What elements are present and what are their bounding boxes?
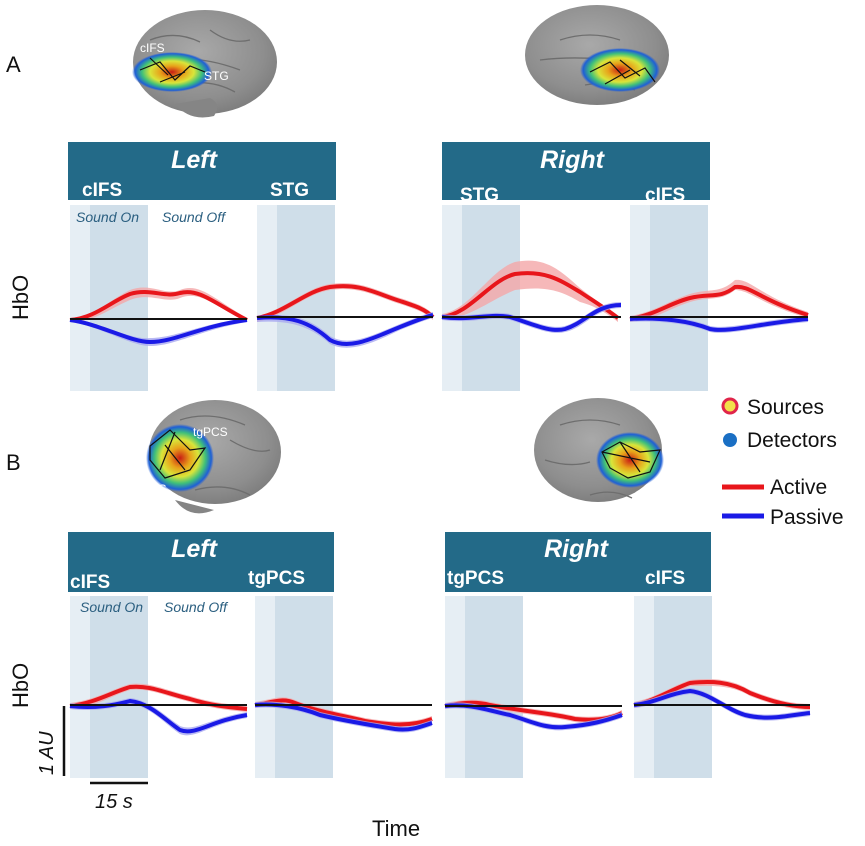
header-a-left-title: Left (171, 146, 219, 174)
header-b-right-title: Right (544, 535, 610, 563)
header-a-right-region-1: STG (460, 185, 499, 206)
phase-b-sound-on: Sound On (80, 599, 143, 615)
header-a-left: Left cIFS STG (68, 142, 336, 201)
header-b-left-title: Left (171, 535, 219, 563)
plot-b-left-cifs (69, 683, 248, 736)
plot-a-left-cifs (69, 287, 248, 346)
ylabel-b: HbO (8, 663, 33, 708)
phase-a-sound-off: Sound Off (162, 209, 227, 225)
phase-a-sound-on: Sound On (76, 209, 139, 225)
plot-a-right-stg (441, 260, 622, 333)
plot-a-right-cifs (629, 279, 809, 333)
header-b-right: Right tgPCS cIFS (445, 532, 711, 592)
plot-b-left-tgpcs (254, 697, 433, 733)
legend-sources: Sources (747, 396, 824, 419)
brain-b-label-cifs: cIFS (142, 482, 167, 496)
legend: Sources Detectors Active Passive (721, 396, 844, 529)
brain-b-label-tgpcs: tgPCS (193, 425, 228, 439)
header-a-right: Right STG cIFS (442, 142, 710, 206)
header-b-left-region-2: tgPCS (248, 568, 305, 589)
plot-b-right-cifs (633, 679, 811, 721)
ylabel-a: HbO (8, 275, 33, 320)
brain-b-left: tgPCS cIFS (142, 400, 281, 514)
plot-a-left-stg (256, 283, 435, 348)
xlabel: Time (372, 816, 420, 841)
header-a-right-region-2: cIFS (645, 185, 685, 206)
legend-detectors: Detectors (747, 429, 837, 452)
legend-detector-marker (723, 433, 737, 447)
stim-shading-b (70, 596, 712, 778)
brain-a-right (525, 5, 669, 105)
legend-source-marker (721, 397, 739, 415)
brain-a-left: cIFS STG (132, 10, 277, 118)
legend-passive: Passive (770, 506, 844, 529)
legend-active: Active (770, 476, 827, 499)
scale-label-x: 15 s (95, 791, 133, 813)
panel-b-letter: B (6, 450, 21, 475)
brain-a-label-stg: STG (204, 69, 229, 83)
plot-b-right-tgpcs (444, 699, 623, 731)
header-b-left-region-1: cIFS (70, 572, 110, 593)
header-b-left: Left cIFS tgPCS (68, 532, 334, 593)
header-a-left-region-2: STG (270, 180, 309, 201)
scale-label-y: 1 AU (36, 731, 58, 775)
scale-bars: 1 AU 15 s (36, 706, 148, 813)
header-b-right-region-2: cIFS (645, 568, 685, 589)
header-a-right-title: Right (540, 146, 606, 174)
brain-a-label-cifs: cIFS (140, 41, 165, 55)
phase-b-sound-off: Sound Off (164, 599, 229, 615)
brain-b-right (534, 398, 664, 502)
header-b-right-region-1: tgPCS (447, 568, 504, 589)
panel-a-letter: A (6, 52, 21, 77)
header-a-left-region-1: cIFS (82, 180, 122, 201)
